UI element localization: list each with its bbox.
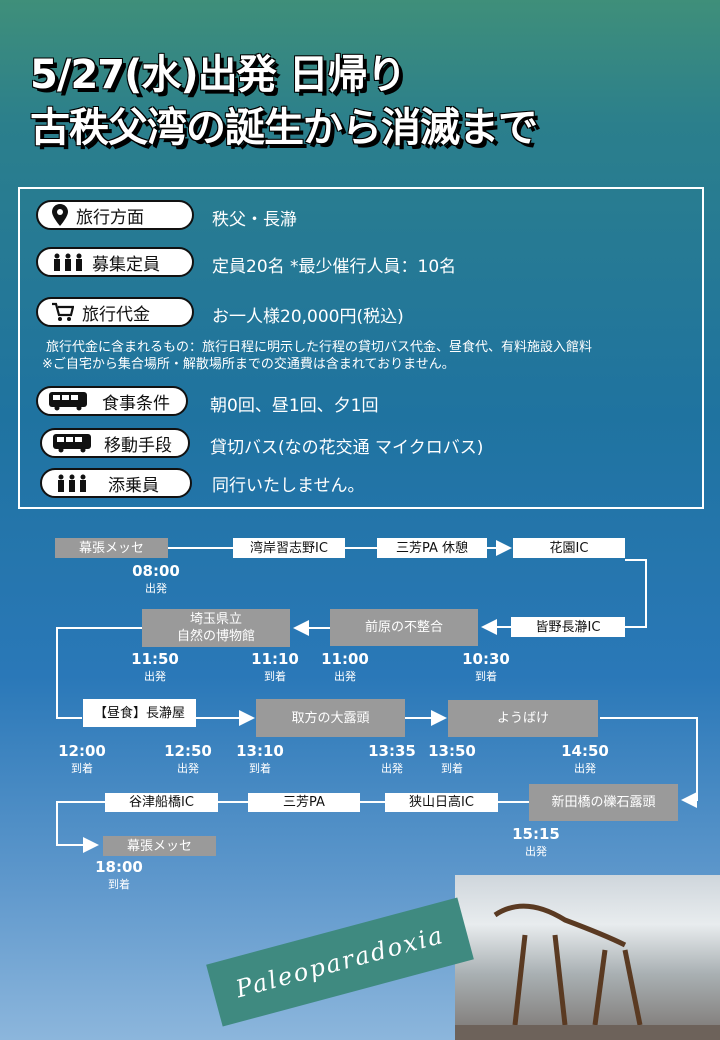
info-value-capacity: 定員20名 *最少催行人員：10名 xyxy=(212,257,457,277)
route-stop-miyoshi-pa-rest: 三芳PA 休憩 xyxy=(377,538,487,558)
info-pill-conductor: 添乗員 xyxy=(40,468,192,498)
route-stop-sayama-ic: 狭山日高IC xyxy=(385,793,498,812)
info-pill-capacity: 募集定員 xyxy=(36,247,194,277)
skeleton-illustration xyxy=(455,903,720,1040)
info-value-price: お一人様20,000円(税込) xyxy=(212,307,404,327)
info-label: 旅行代金 xyxy=(82,304,150,325)
info-pill-price: 旅行代金 xyxy=(36,297,194,327)
info-label: 食事条件 xyxy=(102,393,170,414)
bus-icon xyxy=(49,392,87,411)
route-stop-makuhari-end: 幕張メッセ xyxy=(103,836,216,856)
price-note-included: 旅行代金に含まれるもの：旅行日程に明示した行程の貸切バス代金、昼食代、有料施設入… xyxy=(46,340,593,355)
info-box xyxy=(18,187,704,509)
info-label: 旅行方面 xyxy=(76,207,144,228)
fossil-skeleton-photo xyxy=(455,875,720,1040)
route-stop-torikata: 取方の大露頭 xyxy=(256,699,405,737)
route-stop-minano-ic: 皆野長瀞IC xyxy=(511,617,625,637)
museum-name-line2: 自然の博物館 xyxy=(176,629,255,644)
route-stop-makuhari-start: 幕張メッセ xyxy=(55,538,168,558)
info-pill-transport: 移動手段 xyxy=(40,428,190,458)
route-stop-nitta-bridge: 新田橋の礫石露頭 xyxy=(529,784,678,821)
route-stop-youbake: ようばけ xyxy=(448,700,598,737)
people-icon xyxy=(58,474,86,492)
route-stop-miyoshi-pa: 三芳PA xyxy=(248,793,360,812)
route-stop-museum: 埼玉県立自然の博物館 xyxy=(142,609,290,647)
route-stop-yatsu-ic: 谷津船橋IC xyxy=(105,793,218,812)
title-line-2: 古秩父湾の誕生から消滅まで xyxy=(30,105,538,151)
cart-icon xyxy=(52,302,74,321)
price-note-excluded: ※ご自宅から集合場所・解散場所までの交通費は含まれておりません。 xyxy=(42,357,455,372)
info-pill-meals: 食事条件 xyxy=(36,386,188,416)
info-label: 移動手段 xyxy=(104,435,172,456)
route-stop-hanazono-ic: 花園IC xyxy=(513,538,625,558)
info-label: 添乗員 xyxy=(108,475,159,496)
map-pin-icon xyxy=(52,204,68,226)
people-icon xyxy=(54,253,82,271)
route-stop-wangan-ic: 湾岸習志野IC xyxy=(233,538,345,558)
bus-icon xyxy=(53,434,91,453)
info-value-transport: 貸切バス(なの花交通 マイクロバス) xyxy=(210,438,484,458)
title-line-1: 5/27(水)出発 日帰り xyxy=(30,52,407,98)
info-label: 募集定員 xyxy=(92,254,160,275)
info-pill-destination: 旅行方面 xyxy=(36,200,194,230)
route-stop-maebara: 前原の不整合 xyxy=(330,609,478,646)
info-value-meals: 朝0回、昼1回、夕1回 xyxy=(210,396,379,416)
info-value-conductor: 同行いたしません。 xyxy=(212,476,365,496)
info-value-destination: 秩父・長瀞 xyxy=(212,210,297,230)
route-stop-lunch: 【昼食】長瀞屋 xyxy=(83,699,196,727)
museum-name-line1: 埼玉県立 xyxy=(189,612,242,627)
